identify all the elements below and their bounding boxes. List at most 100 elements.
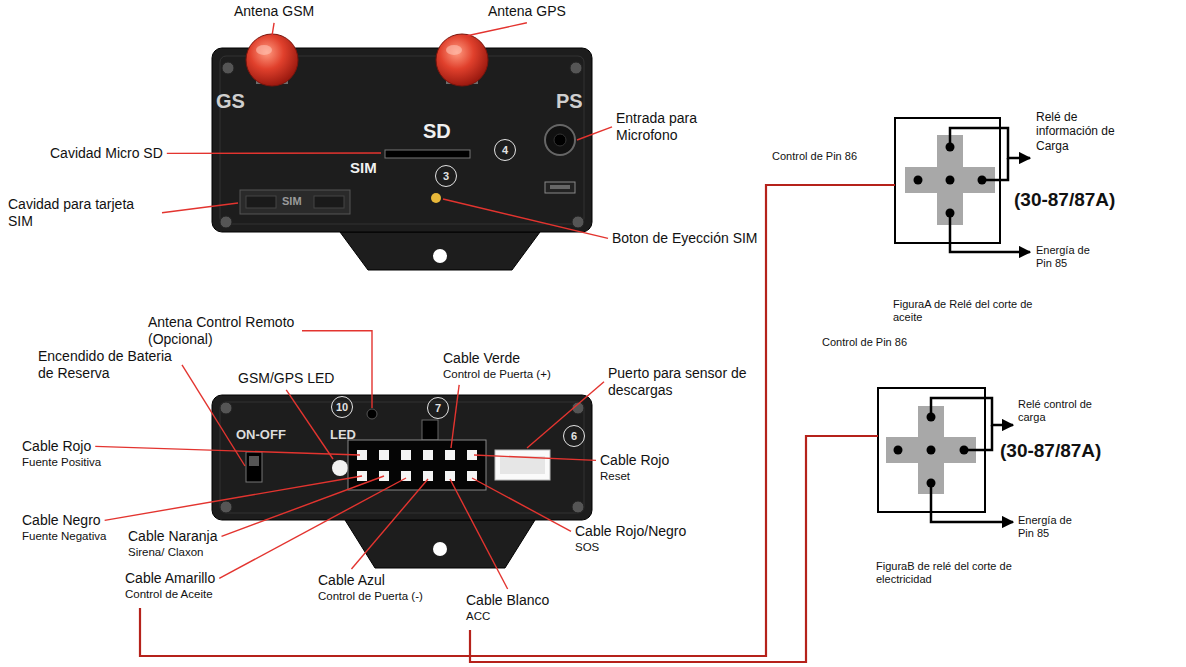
- leader-line: [272, 23, 274, 36]
- remote-antenna-hole: [367, 409, 377, 419]
- antenna-highlight: [446, 45, 462, 55]
- connector-pin: [423, 450, 433, 460]
- connector-pin: [401, 450, 411, 460]
- cable-label: Cable Rojo: [22, 438, 91, 455]
- cable-label: Cable Amarillo: [125, 570, 215, 587]
- device-print: SIM: [350, 160, 377, 177]
- leader-line: [95, 446, 360, 455]
- connector-latch: [422, 420, 438, 440]
- part-label: Antena GSM: [234, 3, 314, 20]
- pin-function: Control de Aceite: [125, 588, 213, 602]
- pin-function: Control de Puerta (-): [318, 590, 423, 604]
- pin-label: (30-87/87A): [1000, 440, 1101, 463]
- callout-number: 6: [563, 425, 585, 447]
- leader-line: [450, 479, 508, 589]
- leader-line: [577, 127, 612, 140]
- relay-label: Relé de información de Carga: [1036, 110, 1131, 153]
- connector-pin: [445, 450, 455, 460]
- pin-function: ACC: [466, 610, 490, 624]
- figure-caption: FiguraB de relé del corte de electricida…: [876, 560, 1031, 586]
- pin-function: Fuente Positiva: [22, 456, 101, 470]
- cable-label: Cable Rojo: [600, 452, 669, 469]
- mounting-bracket: [340, 232, 540, 270]
- usb-port-tongue: [550, 185, 570, 189]
- eject-button: [431, 193, 441, 203]
- part-label: Encendido de Bateria de Reserva: [38, 348, 178, 382]
- pin-label: Energía de Pin 85: [1018, 514, 1088, 540]
- relay-cross: [905, 135, 995, 225]
- leader-line: [474, 455, 596, 460]
- screw: [572, 501, 584, 513]
- bracket-hole: [433, 249, 447, 263]
- sd-slot: [385, 150, 470, 158]
- sim-tray-detail: [314, 196, 344, 208]
- leader-line: [527, 382, 604, 448]
- callout-number: 7: [427, 397, 449, 419]
- sim-tray: [240, 190, 350, 214]
- relay-contact-line: [964, 425, 992, 450]
- pin-function: Fuente Negativa: [22, 530, 106, 544]
- status-led: [332, 460, 348, 476]
- switch-slider: [249, 456, 259, 466]
- device-print: PS: [556, 90, 583, 112]
- battery-switch: [246, 452, 262, 482]
- leader-line: [167, 152, 381, 154]
- device-print: GS: [216, 90, 245, 112]
- part-label: Cavidad para tarjeta SIM: [8, 196, 158, 230]
- gps-antenna: [436, 34, 488, 86]
- device-print: ON-OFF: [236, 428, 286, 442]
- callout-number: 3: [435, 165, 457, 187]
- pin-label: Control de Pin 86: [822, 336, 907, 349]
- device-print: SIM: [282, 195, 302, 207]
- shock-sensor-port-inner: [500, 456, 545, 474]
- cable-label: Cable Blanco: [466, 592, 549, 609]
- gsm-antenna: [246, 34, 298, 86]
- cable-label: Cable Negro: [22, 512, 101, 529]
- part-label: Cavidad Micro SD: [50, 145, 163, 162]
- part-label: Antena Control Remoto (Opcional): [148, 314, 298, 348]
- screw: [220, 216, 232, 228]
- cable-label: Cable Azul: [318, 572, 385, 589]
- screw: [220, 402, 232, 414]
- pin-label: Energía de Pin 85: [1036, 244, 1106, 270]
- screw: [572, 216, 584, 228]
- part-label: Entrada para Microfono: [616, 110, 726, 144]
- relay-contact-line: [950, 128, 1030, 158]
- pin-function: SOS: [575, 541, 599, 555]
- relay-pin: [927, 446, 936, 455]
- relay-contact-line: [931, 398, 1013, 425]
- bracket-hole: [433, 542, 447, 556]
- screw: [222, 62, 234, 74]
- relay-cross: [886, 406, 976, 494]
- wire: [140, 185, 895, 656]
- device-print: SD: [423, 120, 451, 142]
- part-label: Antena GPS: [488, 3, 566, 20]
- connector-pin: [379, 450, 389, 460]
- pin-label: Control de Pin 86: [772, 150, 857, 163]
- mic-jack-hole: [554, 134, 566, 146]
- pin-function: Reset: [600, 470, 630, 484]
- pin-function: Sirena/ Claxon: [128, 546, 203, 560]
- usb-port: [545, 182, 575, 193]
- relay-pin: [894, 446, 903, 455]
- leader-line: [219, 478, 406, 578]
- leader-line: [162, 203, 238, 213]
- mic-jack: [545, 125, 575, 155]
- relay-pin: [946, 176, 955, 185]
- device-print: LED: [330, 428, 356, 442]
- callout-number: 4: [494, 139, 516, 161]
- relay-contact-line: [931, 483, 1013, 522]
- leader-line: [222, 476, 385, 536]
- leader-line: [286, 390, 333, 459]
- leader-line: [451, 385, 459, 448]
- device-housing: 107ON-OFFLED6: [212, 395, 592, 520]
- pin-function: Control de Puerta (+): [443, 368, 551, 382]
- relay-label: Relé control de carga: [1018, 398, 1108, 424]
- cable-label: Cable Naranja: [128, 528, 218, 545]
- relay-contact-line: [950, 213, 1030, 252]
- part-label: GSM/GPS LED: [238, 370, 334, 387]
- relay-contact-line: [982, 158, 1008, 180]
- shock-sensor-port: [495, 450, 550, 480]
- part-label: Puerto para sensor de descargas: [608, 365, 748, 399]
